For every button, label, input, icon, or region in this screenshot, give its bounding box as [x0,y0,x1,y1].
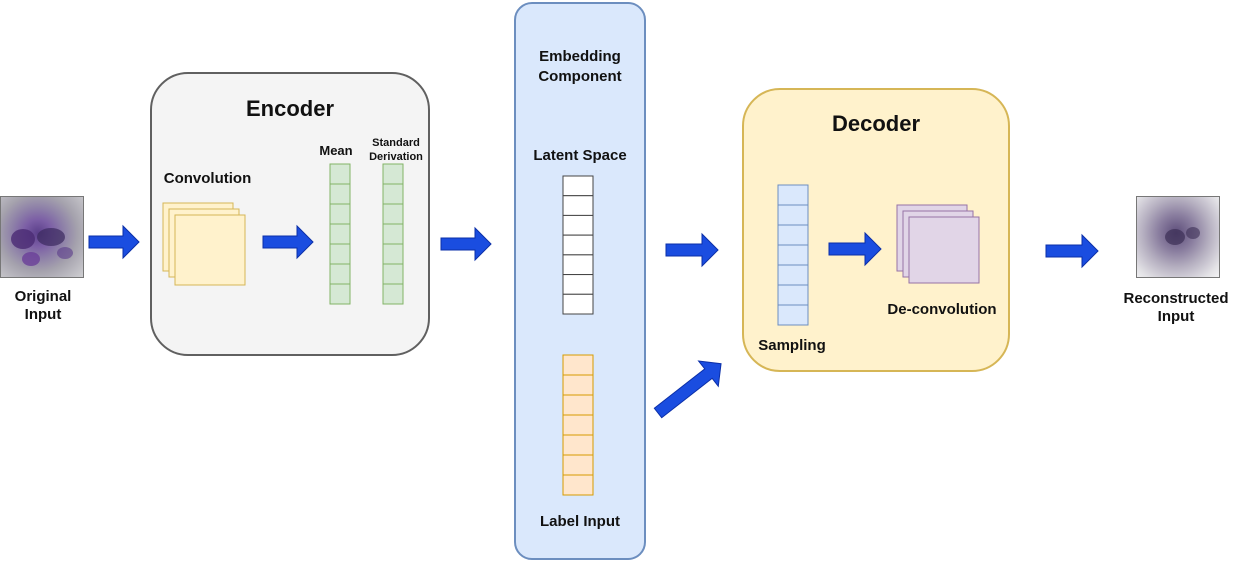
encoder-title: Encoder [245,96,335,121]
reconstructed-input-nuclei [1165,227,1200,245]
mean-vector [329,163,351,305]
vector-cell [329,263,351,285]
de-convolution-label: De-convolution [887,301,997,318]
de-convolution-feature-maps [896,204,980,284]
arrow-latent-to-decoder [665,232,719,268]
arrow-convolution-to-mean [262,224,314,260]
vector-cell [562,254,594,276]
vector-cell [777,184,809,206]
sampling-vector [777,184,809,326]
vector-cell [329,243,351,265]
vector-cell [562,474,594,496]
vector-cell [562,434,594,456]
vector-cell [382,243,404,265]
vector-cell [382,203,404,225]
mean-label: Mean [319,143,353,158]
reconstructed-input-image [1136,196,1220,278]
standard-derivation-label: Standard Derivation [369,137,423,163]
vector-cell [329,283,351,305]
vector-cell [777,224,809,246]
latent-space-vector [562,175,594,315]
vector-cell [777,304,809,326]
vector-cell [562,374,594,396]
label-input-vector [562,354,594,496]
vector-cell [562,454,594,476]
vector-cell [777,204,809,226]
vector-cell [562,394,594,416]
vector-cell [382,183,404,205]
vector-cell [562,354,594,376]
vector-cell [562,414,594,436]
vector-cell [329,183,351,205]
standard-derivation-vector [382,163,404,305]
vector-cell [329,223,351,245]
latent-space-label: Latent Space [533,147,627,164]
label-input-label: Label Input [540,513,620,530]
reconstructed-input-label: Reconstructed Input [1123,290,1229,325]
decoder-title: Decoder [831,111,921,136]
vector-cell [329,203,351,225]
vector-cell [382,283,404,305]
arrow-sampling-to-deconvolution [828,231,882,267]
vector-cell [777,244,809,266]
embedding-component-title: Embedding Component [538,48,622,85]
vector-cell [777,284,809,306]
vector-cell [382,163,404,185]
vector-cell [562,274,594,295]
arrow-label-to-decoder [653,360,722,419]
vector-cell [562,214,594,236]
vector-cell [562,234,594,256]
sampling-label: Sampling [758,337,826,354]
original-input-stain-marks [11,228,73,266]
convolution-label: Convolution [163,170,252,187]
arrow-encoder-to-embedding [440,226,492,262]
vector-cell [382,263,404,285]
flow-arrows [88,224,1099,419]
original-input-image [0,196,84,278]
original-input-label: Original Input [14,288,72,323]
arrow-input-to-encoder [88,224,140,260]
arrow-decoder-to-output [1045,233,1099,269]
convolution-feature-maps [162,202,246,286]
vector-cell [562,195,594,216]
vector-cell [777,264,809,286]
vector-cell [562,175,594,197]
vector-cell [562,293,594,315]
vector-cell [382,223,404,245]
vector-cell [329,163,351,185]
